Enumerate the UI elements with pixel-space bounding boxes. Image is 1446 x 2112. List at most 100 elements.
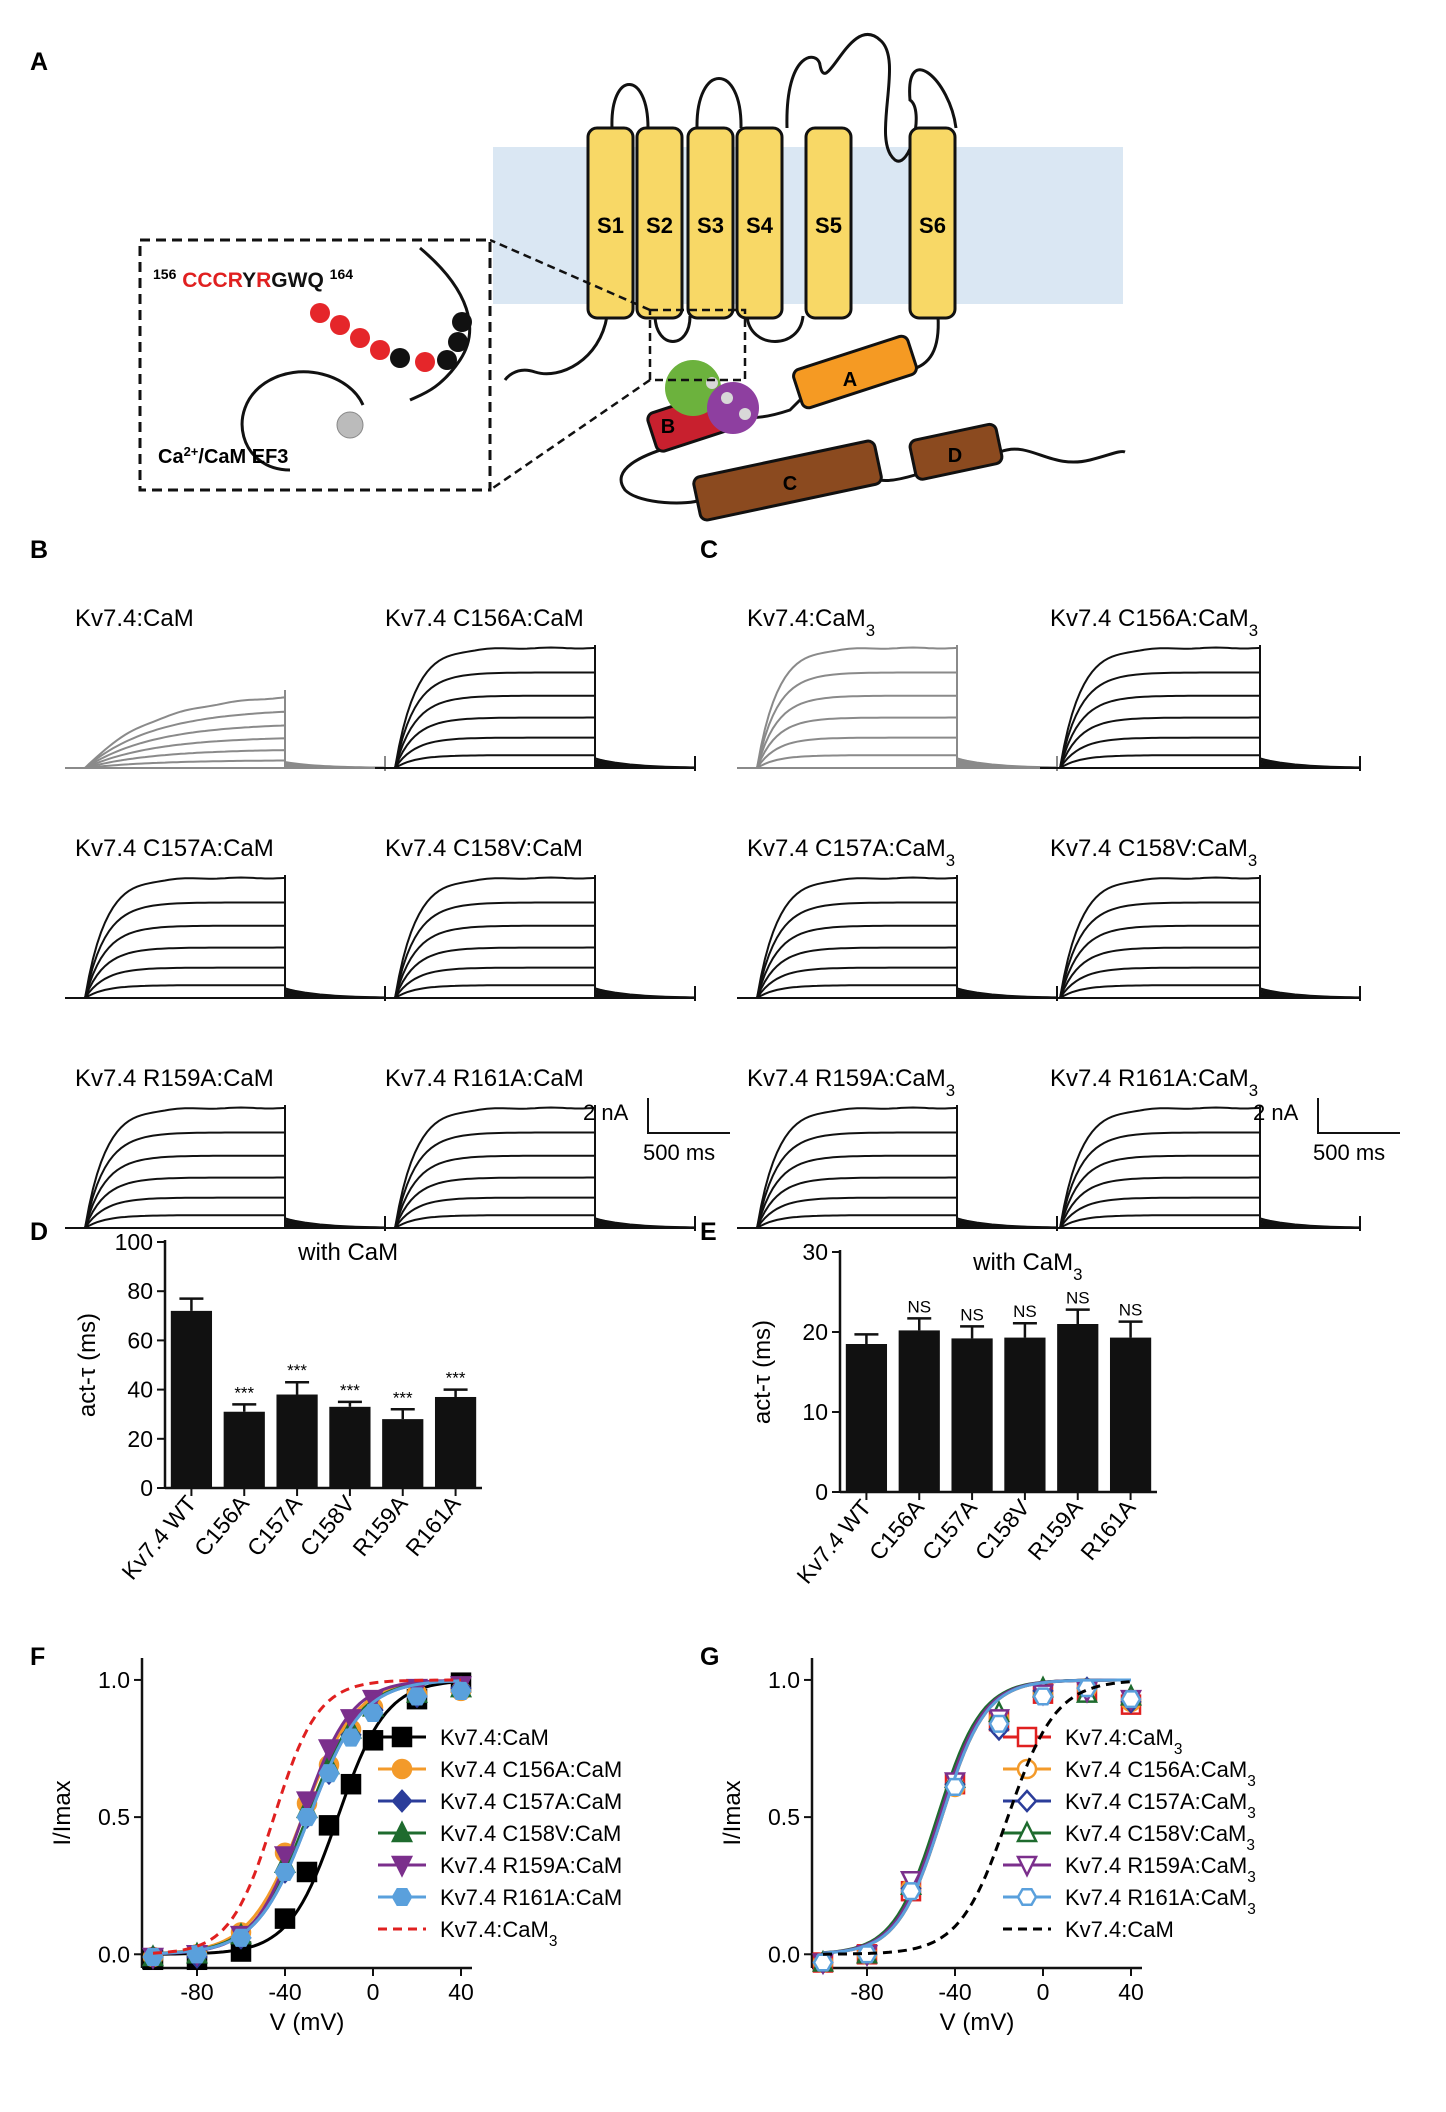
panel-letter-e: E (700, 1218, 717, 1246)
scale-current-c: 2 nA (1253, 1100, 1299, 1125)
fit-curve (822, 1678, 1131, 1955)
helix-d (908, 422, 1004, 481)
y-tick-label: 30 (802, 1239, 828, 1265)
bar (1109, 1337, 1152, 1492)
y-tick-label: 10 (802, 1399, 828, 1425)
panel-letters: A B C D E F G (30, 48, 719, 1671)
helix-label-a: A (843, 369, 857, 391)
data-point (230, 1928, 252, 1947)
data-point (1032, 1687, 1054, 1706)
segment-label-s4: S4 (746, 213, 774, 238)
c-d-linker (879, 473, 916, 482)
residue-dot (370, 340, 390, 360)
data-point (340, 1773, 362, 1795)
sequence-residue: W (288, 269, 308, 292)
current-trace (737, 1176, 1058, 1229)
current-trace (65, 1196, 386, 1229)
current-trace (737, 946, 1058, 999)
significance-label: NS (1066, 1289, 1090, 1308)
bar (1004, 1337, 1046, 1492)
data-point (1015, 1855, 1039, 1878)
bar (434, 1396, 477, 1488)
y-tick-label: 1.0 (768, 1667, 800, 1693)
helix-a (792, 334, 918, 410)
y-tick-label: 100 (115, 1229, 153, 1255)
data-point (406, 1687, 428, 1706)
legend-label: Kv7.4 C158V:CaM (440, 1821, 621, 1846)
significance-label: NS (960, 1305, 984, 1324)
residue-dot (452, 312, 472, 332)
current-trace (65, 1106, 385, 1229)
data-point (318, 1815, 340, 1836)
x-tick-label: 0 (367, 1979, 380, 2005)
bar (382, 1419, 424, 1488)
seq-end: 164 (330, 266, 354, 282)
current-trace (65, 924, 386, 999)
current-trace (65, 696, 386, 769)
significance-label: *** (287, 1361, 307, 1380)
data-point (1016, 1726, 1038, 1748)
significance-label: NS (1119, 1301, 1143, 1320)
chart-title: with CaM3 (972, 1249, 1082, 1284)
sequence-residue: Q (307, 269, 323, 292)
zoom-line (489, 238, 651, 312)
current-trace (1040, 671, 1361, 769)
scale-time-b: 500 ms (643, 1140, 715, 1165)
current-trace (737, 924, 1058, 999)
x-tick-label: -40 (268, 1979, 301, 2005)
data-point (1120, 1690, 1142, 1709)
zoom-line (489, 378, 651, 492)
data-point (296, 1861, 318, 1883)
current-trace (1040, 716, 1361, 769)
x-tick-label: 40 (1118, 1979, 1144, 2005)
trace-title: Kv7.4:CaM3 (747, 605, 875, 640)
x-tick-label: 0 (1037, 1979, 1050, 2005)
x-tick-label: 40 (448, 1979, 474, 2005)
sequence-residue: R (228, 269, 243, 292)
data-point (362, 1730, 384, 1751)
current-trace (1040, 1154, 1361, 1229)
data-point (391, 1887, 413, 1907)
y-tick-label: 60 (127, 1327, 153, 1353)
current-trace (1040, 1131, 1361, 1229)
helix-label-b: B (661, 416, 675, 438)
loop-s4-s5 (745, 315, 805, 343)
panel-letter-f: F (30, 1643, 45, 1671)
current-trace (375, 924, 696, 999)
current-trace (375, 671, 696, 769)
segment-label-s5: S5 (815, 213, 842, 238)
data-point (318, 1764, 340, 1783)
significance-label: *** (234, 1383, 254, 1402)
current-trace (375, 1196, 696, 1229)
current-trace (65, 876, 385, 999)
current-trace (375, 736, 696, 769)
current-trace (375, 1106, 695, 1229)
segment-label-s6: S6 (919, 213, 946, 238)
current-trace (737, 1106, 1057, 1229)
legend-label: Kv7.4 C156A:CaM3 (1065, 1757, 1256, 1790)
scale-current-b: 2 nA (583, 1100, 629, 1125)
residue-dot (437, 350, 457, 370)
n-terminus (503, 315, 609, 381)
fit-curve (822, 1678, 1131, 1955)
cam-c-lobe (707, 382, 759, 434)
y-tick-label: 20 (127, 1426, 153, 1452)
legend-label: Kv7.4:CaM3 (440, 1917, 557, 1950)
data-point (1015, 1820, 1039, 1843)
data-point (391, 1726, 413, 1748)
bar (898, 1330, 940, 1492)
helix-label-d: D (948, 445, 962, 467)
data-point (391, 1789, 413, 1813)
x-tick-label: R159A (1022, 1494, 1088, 1565)
y-tick-label: 1.0 (98, 1667, 130, 1693)
data-point (812, 1953, 834, 1972)
x-tick-label: -80 (850, 1979, 883, 2005)
segment-label-s1: S1 (597, 213, 624, 238)
scale-bars: 2 nA 500 ms 2 nA 500 ms (583, 1098, 1400, 1165)
data-point (899, 1870, 923, 1894)
y-tick-label: 0.5 (768, 1804, 800, 1830)
segment-s2 (635, 126, 684, 320)
segment-label-s2: S2 (646, 213, 673, 238)
y-tick-label: 0 (140, 1475, 153, 1501)
